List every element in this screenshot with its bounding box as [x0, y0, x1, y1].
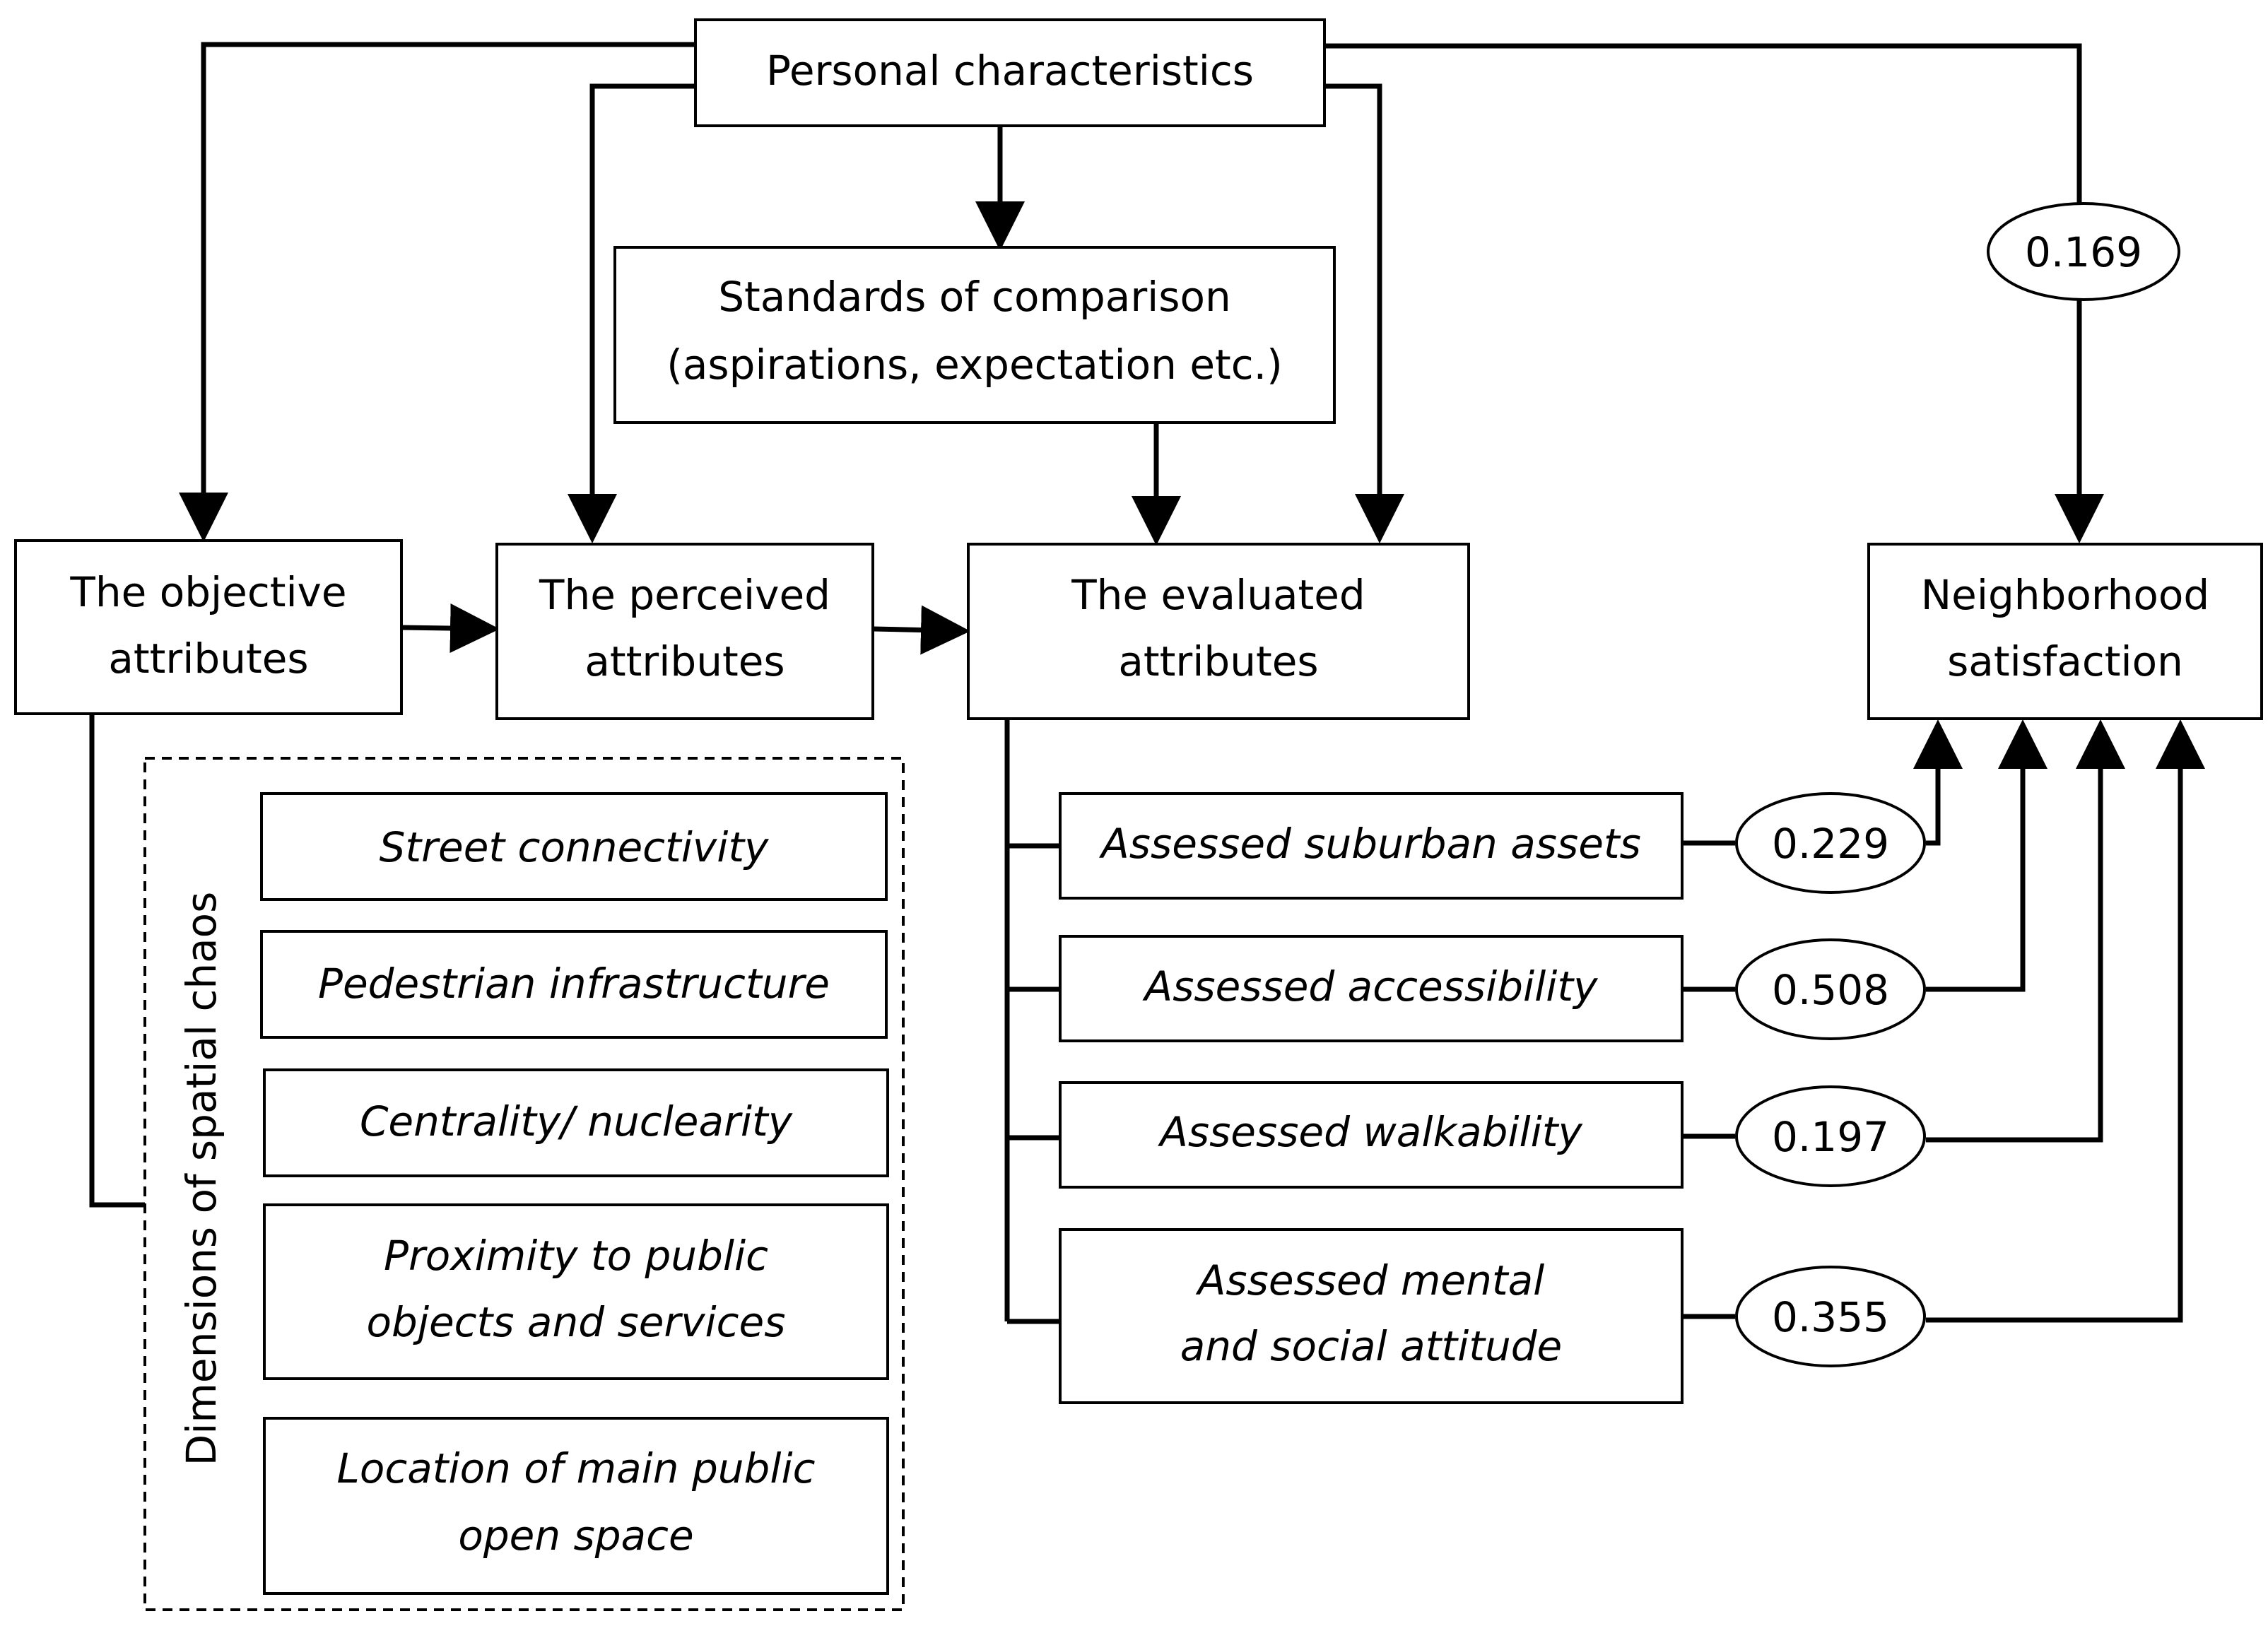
node-label-line2: attributes	[108, 635, 308, 683]
line-objective-to-dimensions	[89, 714, 145, 1208]
arrow-perceived-to-evaluated	[873, 605, 970, 655]
assessed-label: Assessed accessibility	[1142, 962, 1599, 1011]
dimension-pedestrian-infrastructure: Pedestrian infrastructure	[260, 930, 888, 1039]
connectors	[89, 42, 2205, 1324]
weight-label: 0.355	[1772, 1293, 1889, 1341]
node-objective-attributes: The objective attributes	[14, 539, 403, 715]
dimension-location-of-public-open-space: Location of main public open space	[263, 1417, 889, 1595]
node-evaluated-attributes: The evaluated attributes	[967, 543, 1470, 720]
arrow-personal-to-evaluated	[1324, 83, 1404, 543]
assessed-walkability: Assessed walkability	[1059, 1081, 1684, 1189]
node-standards-of-comparison: Standards of comparison (aspirations, ex…	[613, 246, 1336, 424]
assessed-label-line1: Assessed mental	[1195, 1256, 1545, 1304]
assessed-label-line2: and social attitude	[1180, 1322, 1563, 1370]
arrow-weight197-to-satisfaction	[1926, 719, 2125, 1143]
line-personal-to-weight	[1324, 43, 2082, 204]
group-label: Dimensions of spatial chaos	[177, 892, 225, 1466]
node-label-line2: attributes	[1118, 637, 1318, 685]
arrow-weight355-to-satisfaction	[1926, 719, 2205, 1323]
dimension-label: Centrality/ nuclearity	[360, 1097, 793, 1145]
group-dimensions-of-spatial-chaos: Dimensions of spatial chaos Street conne…	[143, 757, 905, 1611]
node-neighborhood-satisfaction: Neighborhood satisfaction	[1867, 543, 2263, 720]
node-label-line2: satisfaction	[1947, 637, 2183, 685]
node-label-line1: The perceived	[539, 571, 830, 619]
dimension-proximity-to-public-objects: Proximity to public objects and services	[263, 1203, 889, 1380]
node-label-line2: attributes	[584, 637, 785, 685]
weight-label: 0.508	[1772, 966, 1889, 1014]
node-label: Personal characteristics	[766, 47, 1254, 95]
node-label-line2: (aspirations, expectation etc.)	[666, 341, 1282, 389]
assessed-suburban-assets: Assessed suburban assets	[1059, 792, 1684, 900]
dimension-label-line2: objects and services	[367, 1298, 786, 1346]
arrow-weight229-to-satisfaction	[1913, 719, 1963, 846]
weight-label: 0.229	[1772, 820, 1889, 868]
dimension-label-line1: Location of main public	[337, 1444, 816, 1492]
node-personal-characteristics: Personal characteristics	[694, 18, 1326, 127]
dimension-label: Pedestrian infrastructure	[318, 960, 830, 1008]
arrow-personal-to-objective	[179, 42, 695, 542]
assessed-label: Assessed walkability	[1157, 1108, 1582, 1156]
assessed-mental-social-attitude: Assessed mental and social attitude	[1059, 1228, 1684, 1404]
weight-label: 0.197	[1772, 1113, 1889, 1161]
dimension-centrality-nuclearity: Centrality/ nuclearity	[263, 1068, 889, 1177]
node-label-line1: Neighborhood	[1921, 571, 2209, 619]
assessed-accessibility: Assessed accessibility	[1059, 935, 1684, 1042]
node-label-line1: Standards of comparison	[718, 273, 1231, 321]
node-label-line1: The evaluated	[1071, 571, 1365, 619]
node-label-line1: The objective	[69, 568, 346, 616]
weight-suburban-assets: 0.229	[1735, 792, 1926, 894]
arrow-weight508-to-satisfaction	[1926, 719, 2047, 992]
dimension-street-connectivity: Street connectivity	[260, 792, 888, 901]
dimension-label: Street connectivity	[380, 823, 769, 871]
node-perceived-attributes: The perceived attributes	[495, 543, 874, 720]
weight-accessibility: 0.508	[1735, 938, 1926, 1040]
arrow-personal-to-perceived	[568, 83, 695, 543]
assessed-label: Assessed suburban assets	[1098, 820, 1641, 868]
weight-walkability: 0.197	[1735, 1085, 1926, 1187]
weight-mental-social-attitude: 0.355	[1735, 1266, 1926, 1367]
weight-label: 0.169	[2025, 228, 2142, 276]
dimension-label-line1: Proximity to public	[384, 1232, 768, 1280]
weight-personal-satisfaction: 0.169	[1987, 202, 2180, 301]
arrow-objective-to-perceived	[401, 603, 500, 654]
dimension-label-line2: open space	[458, 1512, 693, 1560]
